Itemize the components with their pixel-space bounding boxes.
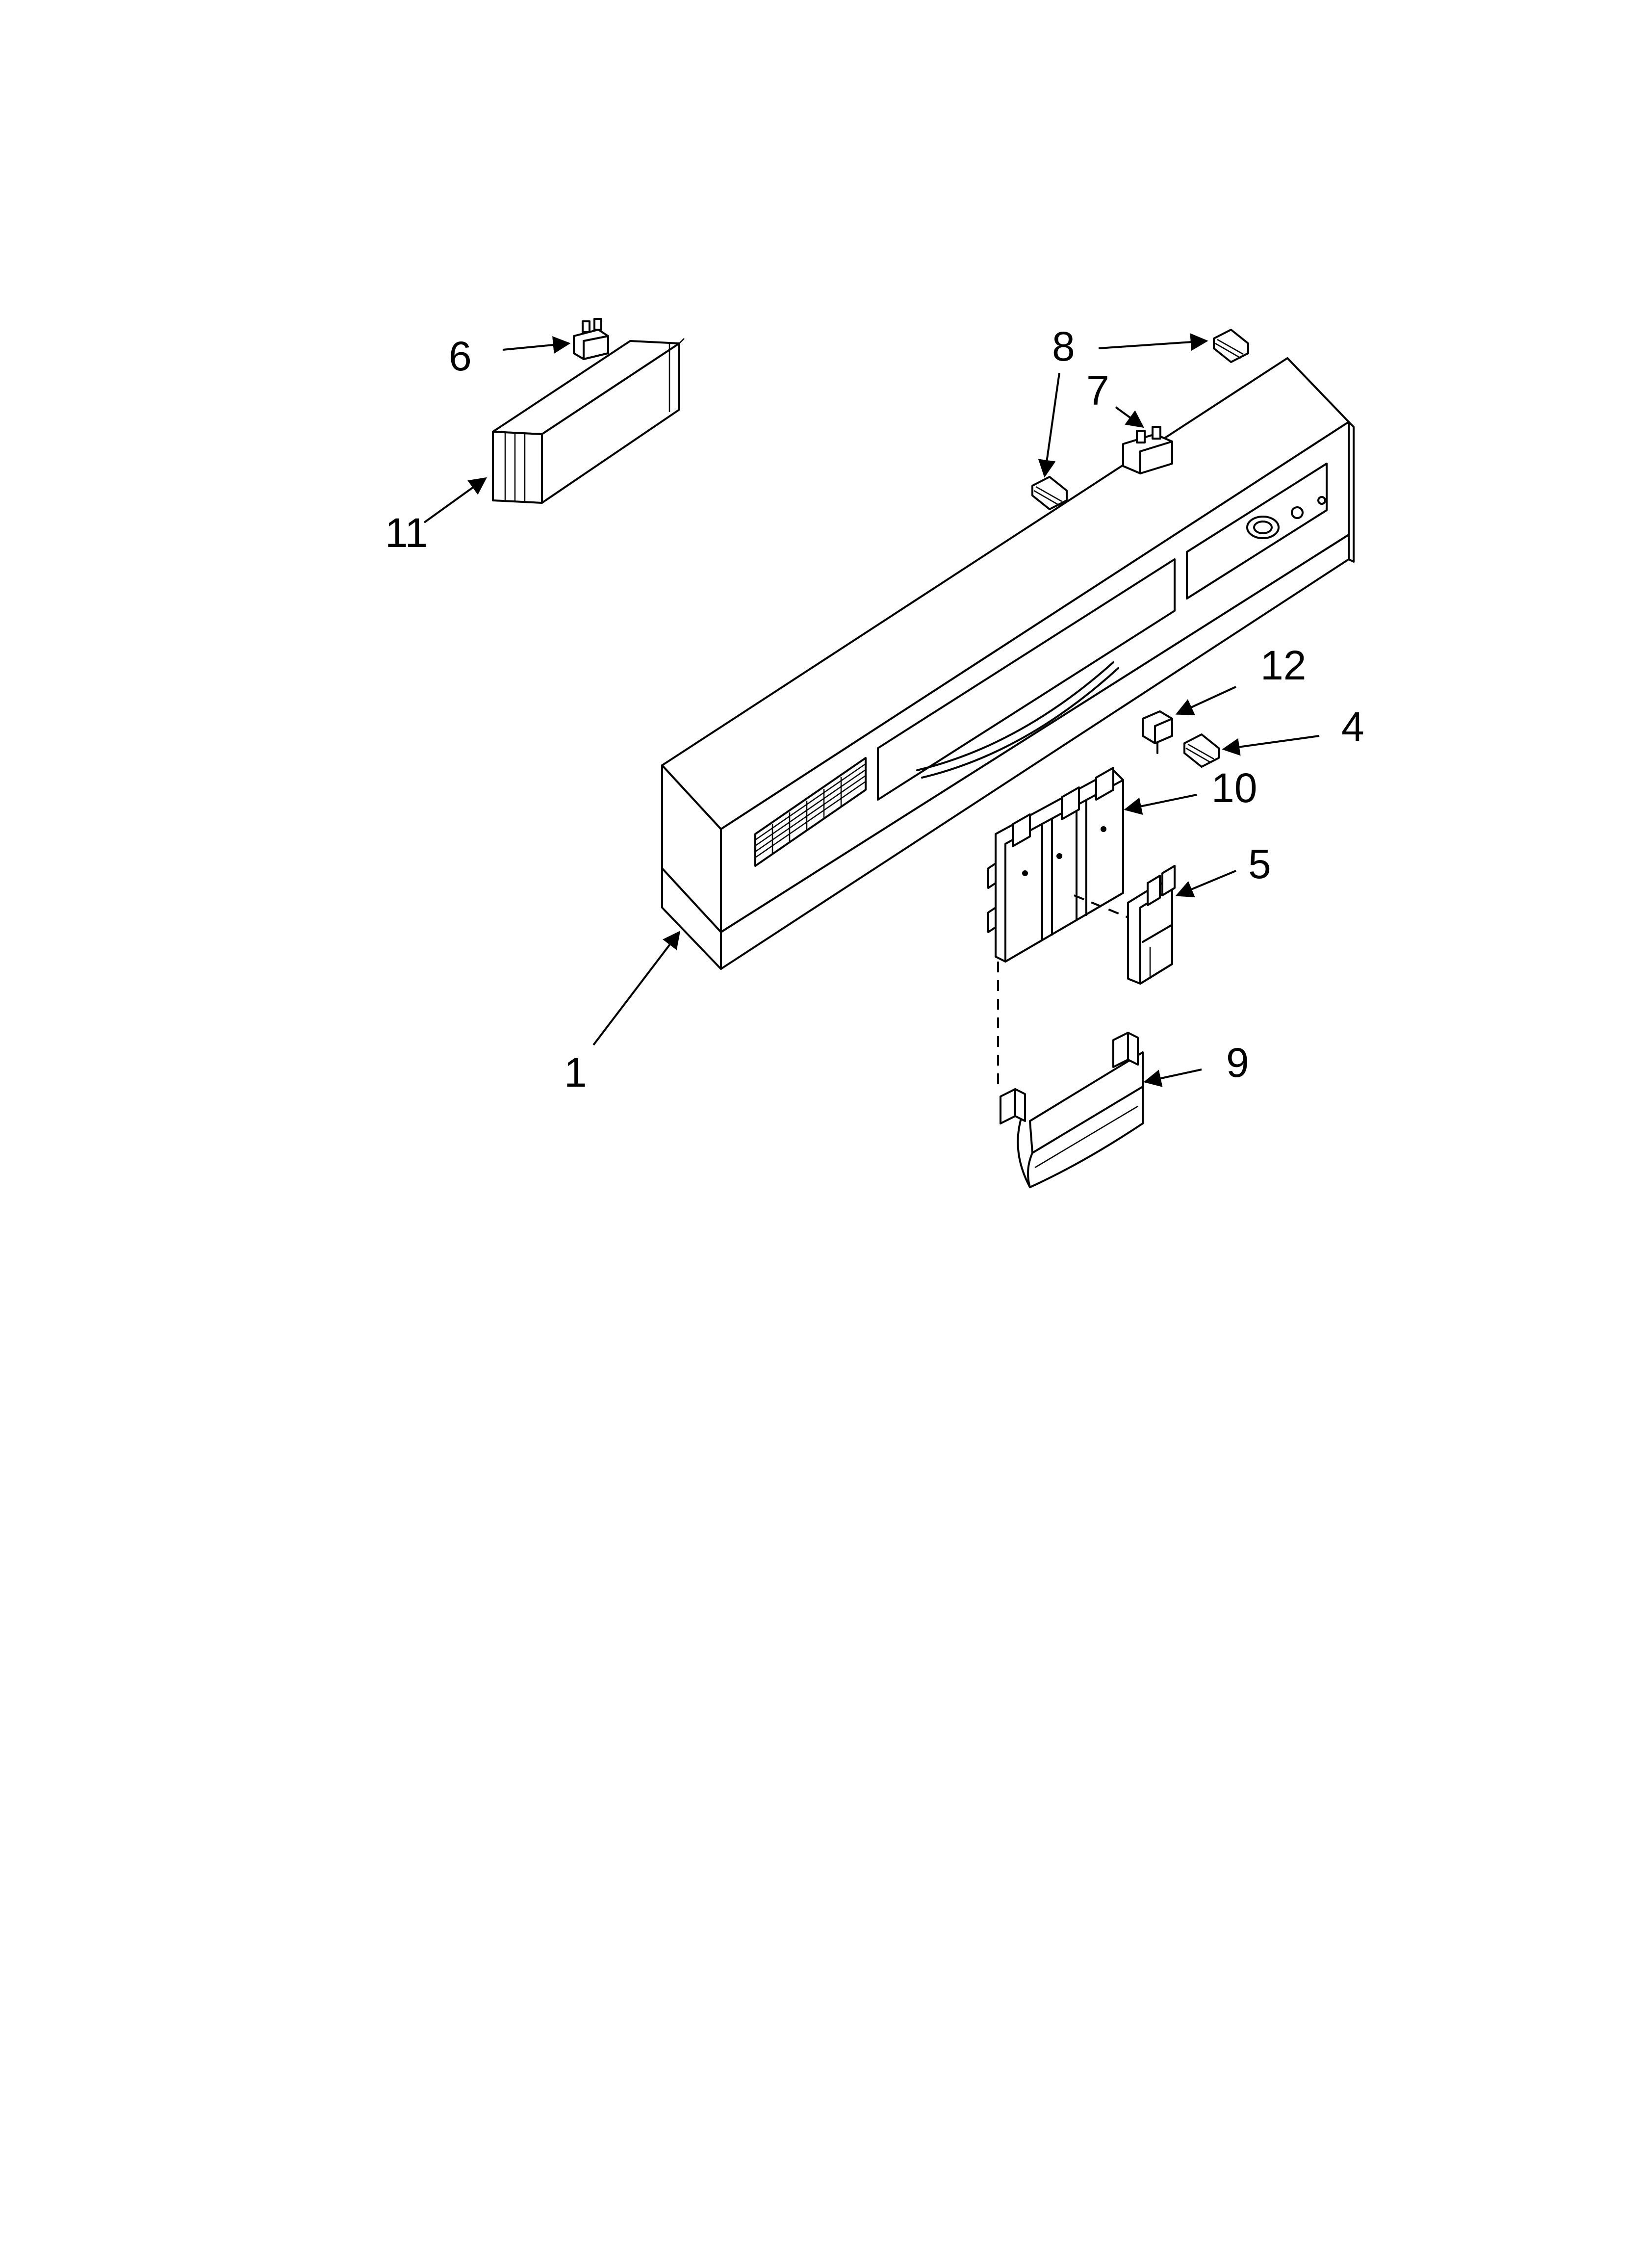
- callout-11: 11: [385, 510, 428, 556]
- callout-8: 8: [1052, 323, 1075, 369]
- leader-8-upper: [1098, 333, 1208, 351]
- leader-12: [1175, 686, 1236, 715]
- switch-part-12: [1142, 710, 1173, 754]
- callout-9: 9: [1226, 1040, 1249, 1086]
- clip-part-7: [1122, 426, 1173, 474]
- leader-4: [1222, 735, 1320, 756]
- control-panel-part-1: [661, 357, 1355, 970]
- callout-10: 10: [1211, 765, 1257, 811]
- callout-1: 1: [564, 1049, 587, 1095]
- leader-6: [502, 336, 571, 354]
- callout-7: 7: [1086, 367, 1109, 414]
- bracket-part-10: [987, 767, 1124, 963]
- assembly-line-bracket-to-holder: [1074, 894, 1129, 918]
- screw-part-8-upper: [1213, 329, 1249, 363]
- leader-8-lower: [1038, 372, 1060, 478]
- leader-10: [1124, 794, 1197, 815]
- leader-11: [423, 477, 487, 523]
- clip-part-6: [573, 318, 609, 360]
- hinge-part-9: [1000, 1032, 1144, 1188]
- leader-5: [1175, 870, 1236, 898]
- callout-6: 6: [449, 333, 472, 379]
- module-box-part-11: [492, 338, 685, 504]
- screw-part-4: [1183, 733, 1220, 768]
- leader-7: [1115, 406, 1144, 428]
- callout-12: 12: [1260, 642, 1306, 688]
- leader-1: [592, 931, 681, 1046]
- callout-4: 4: [1341, 704, 1364, 750]
- callout-5: 5: [1248, 841, 1271, 887]
- holder-part-5: [1127, 865, 1176, 985]
- leader-9: [1143, 1069, 1202, 1087]
